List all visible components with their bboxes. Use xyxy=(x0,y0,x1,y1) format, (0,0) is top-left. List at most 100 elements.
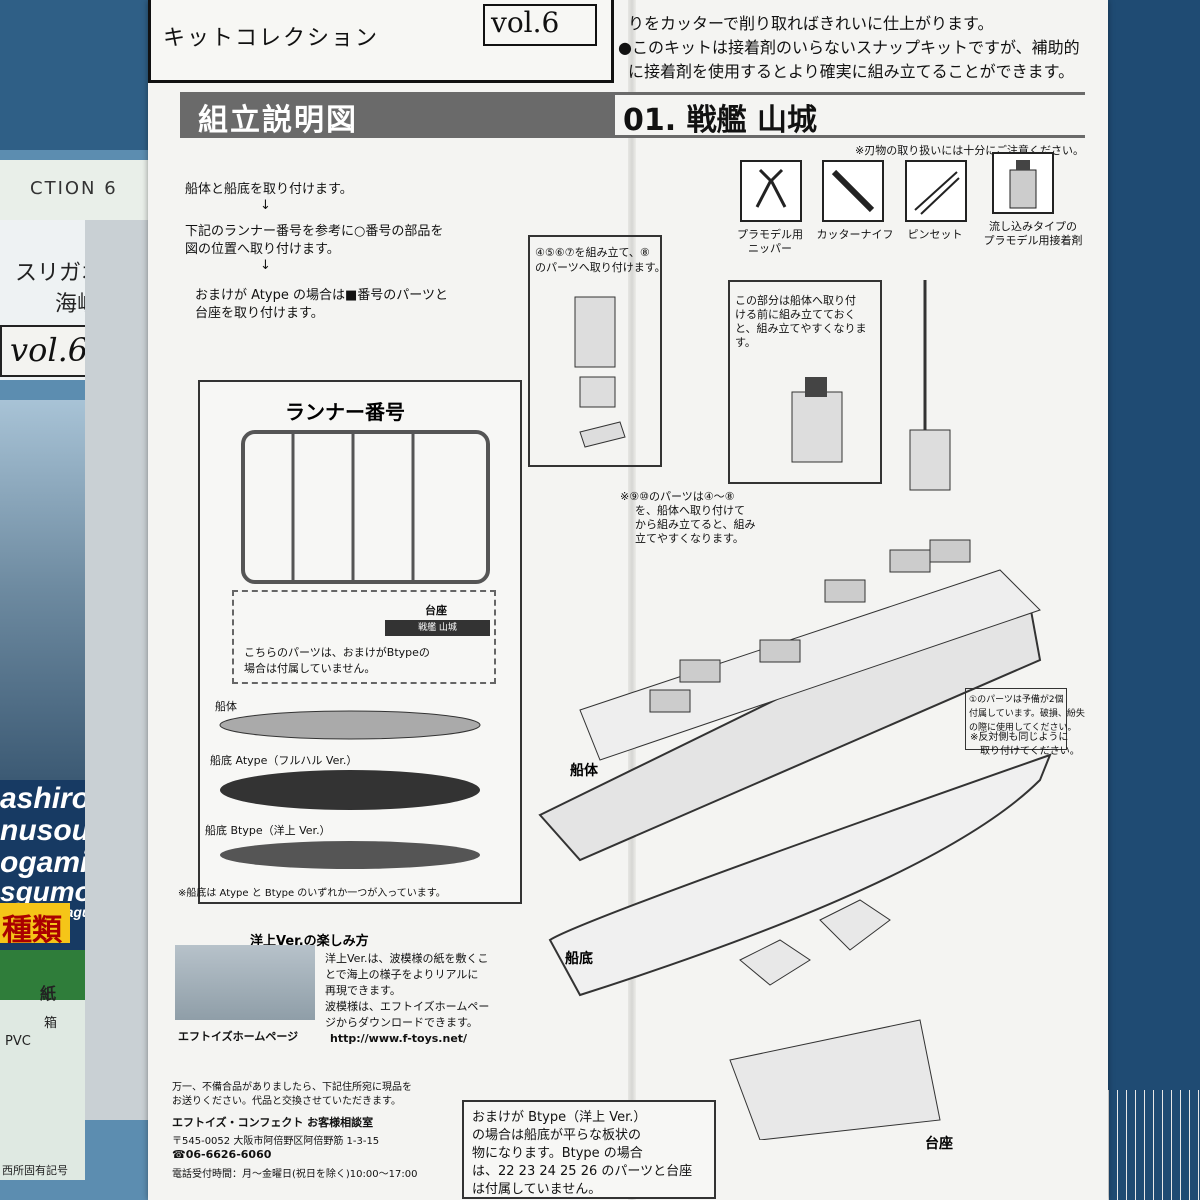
box-recycle-panel: 紙 箱 PVC 西所固有記号 xyxy=(0,950,85,1180)
note-line: の場合は船底が平らな板状の xyxy=(472,1128,642,1143)
pvc-label: PVC xyxy=(5,1034,31,1049)
optional-parts-box: こちらのパーツは、おまけがBtypeの 場合は付属していません。 xyxy=(232,590,496,684)
assembly-note: から組み立てると、組み xyxy=(635,518,756,531)
paper-fold xyxy=(628,0,636,1200)
runner-title: ランナー番号 xyxy=(285,400,405,424)
note-line: ①のパーツは予備が2個 xyxy=(969,695,1064,705)
atype-label: 船底 Atype（フルハル Ver.） xyxy=(210,754,358,767)
optional-note: 場合は付属していません。 xyxy=(244,662,376,675)
assembly-note: ※⑨⑩のパーツは④〜⑧ xyxy=(620,490,735,503)
stand-label: 台座 xyxy=(925,1136,953,1152)
optional-note: こちらのパーツは、おまけがBtypeの xyxy=(244,646,430,659)
contact-address: 〒545-0052 大阪市阿倍野区阿倍野筋 1-3-15 xyxy=(172,1136,380,1147)
cutter-icon xyxy=(822,160,884,222)
ship-title-box: 01. 戦艦 山城 xyxy=(615,95,1085,138)
yojo-text: 波模様は、エフトイズホームペー xyxy=(325,1000,490,1013)
spare-part-note: ①のパーツは予備が2個 付属しています。破損、紛失 の際に使用してください。 xyxy=(965,688,1085,750)
atype-part-drawing xyxy=(220,770,480,810)
bottom-label: 船底 xyxy=(565,951,593,967)
reverse-note: ※反対側も同じように xyxy=(970,732,1069,743)
contact-tel: ☎06-6626-6060 xyxy=(172,1148,272,1161)
assembly-note: ける前に組み立てておく xyxy=(735,308,856,321)
contact-line: お送りください。代品と交換させていただきます。 xyxy=(172,1096,401,1107)
assembly-note: ④⑤⑥⑦を組み立て、⑧ xyxy=(535,246,650,259)
instruction-line: 船体と船底を取り付けます。 xyxy=(185,182,353,197)
bridge-drawing xyxy=(574,296,626,448)
bottom-type-note: ※船底は Atype と Btype のいずれか一つが入っています。 xyxy=(178,888,446,899)
contact-line: 万一、不備合品がありましたら、下記住所宛に現品を xyxy=(172,1082,412,1093)
tool-label: プラモデル用接着剤 xyxy=(983,234,1083,247)
contact-hours: 電話受付時間：月〜金曜日(祝日を除く)10:00〜17:00 xyxy=(172,1169,418,1180)
assembly-note: この部分は船体へ取り付 xyxy=(735,294,856,307)
ship-name: ogami xyxy=(0,846,89,879)
btype-part-drawing xyxy=(220,841,480,869)
header-box: キットコレクション vol.6 xyxy=(148,0,614,83)
ship-title: 01. 戦艦 山城 xyxy=(623,103,818,138)
ship-name: nusou xyxy=(0,814,90,847)
type-badge: 種類 xyxy=(0,903,70,948)
stand-part-label: 台座 xyxy=(425,604,447,617)
header-vol-text: vol.6 xyxy=(491,6,560,39)
tool-label: ニッパー xyxy=(748,242,792,255)
box-label: 箱 xyxy=(44,1016,58,1031)
tweezers-icon xyxy=(905,160,967,222)
box-series-strip: CTION 6 xyxy=(0,160,150,220)
runner-number-box: ランナー番号 xyxy=(198,380,522,904)
sea-photo xyxy=(175,945,315,1020)
hull-label: 船体 xyxy=(570,763,598,779)
assembly-note: と、組み立てやすくなりま xyxy=(735,322,867,335)
tower-assembly-frame xyxy=(728,280,882,484)
header-notes: りをカッターで削り取ればきれいに仕上がります。 ●このキットは接着剤のいらないス… xyxy=(618,0,1098,81)
box-vol-text: vol.6 xyxy=(10,331,89,369)
kit-collection-label: キットコレクション xyxy=(163,26,380,51)
ruler-ticks xyxy=(1108,1090,1200,1200)
instruction-arrow: ↓ xyxy=(260,198,271,213)
assembly-title: 組立説明図 xyxy=(198,103,358,138)
tool-label: 流し込みタイプの xyxy=(989,220,1077,233)
btype-note-box: おまけが Btype（洋上 Ver.） の場合は船底が平らな板状の 物になります… xyxy=(462,1100,716,1199)
hull-part-drawing xyxy=(219,710,481,740)
note-line: は付属していません。 xyxy=(472,1182,602,1197)
ship-name: ashiro xyxy=(0,782,91,815)
note-line: に接着剤を使用するとより確実に組み立てることができます。 xyxy=(628,62,1075,81)
yojo-text: ジからダウンロードできます。 xyxy=(325,1016,478,1029)
instruction-arrow: ↓ xyxy=(260,258,271,273)
ship-name: sgumo xyxy=(0,876,92,907)
title-bar: 組立説明図 01. 戦艦 山城 xyxy=(180,92,1085,138)
instruction-line: 下記のランナー番号を参考に○番号の部品を xyxy=(185,224,444,239)
homepage-url[interactable]: http://www.f-toys.net/ xyxy=(330,1032,468,1045)
btype-label: 船底 Btype（洋上 Ver.） xyxy=(205,824,331,837)
note-line: りをカッターで削り取ればきれいに仕上がります。 xyxy=(628,14,994,33)
note-line: おまけが Btype（洋上 Ver.） xyxy=(472,1110,647,1125)
box-footer: 西所固有記号 xyxy=(2,1164,68,1177)
yojo-text: 再現できます。 xyxy=(325,984,401,997)
box-series-text: CTION 6 xyxy=(30,178,118,199)
assembly-note: のパーツへ取り付けます。 xyxy=(535,261,666,274)
homepage-label[interactable]: エフトイズホームページ xyxy=(178,1030,299,1043)
tool-label: ピンセット xyxy=(907,228,963,241)
note-line: 物になります。Btype の場合 xyxy=(472,1146,643,1161)
stand-plate: 戦艦 山城 xyxy=(385,620,490,636)
cutting-mat xyxy=(1108,0,1200,1200)
instruction-line: おまけが Atype の場合は■番号のパーツと xyxy=(195,288,448,303)
instruction-line: 台座を取り付けます。 xyxy=(195,306,324,321)
hull-part-label: 船体 xyxy=(215,700,237,713)
header-vol-badge: vol.6 xyxy=(483,4,597,46)
assembly-note: を、船体へ取り付けて xyxy=(635,504,745,517)
assembly-note: 立てやすくなります。 xyxy=(635,532,744,545)
ship-assembly-drawing xyxy=(538,280,1052,1140)
note-line: は、22 23 24 25 26 のパーツと台座 xyxy=(472,1164,693,1179)
contact-company: エフトイズ・コンフェクト お客様相談室 xyxy=(172,1116,374,1129)
glue-bottle-icon xyxy=(992,152,1054,214)
recycle-icon: 紙 xyxy=(40,984,57,1003)
tool-label: プラモデル用 xyxy=(737,228,803,241)
reverse-note: 取り付けてください。 xyxy=(980,746,1080,757)
type-badge-text: 種類 xyxy=(2,913,62,948)
note-line: 付属しています。破損、紛失 xyxy=(969,709,1085,719)
yojo-text: とで海上の様子をよりリアルに xyxy=(325,968,479,981)
tools-row: プラモデル用 ニッパー カッターナイフ ピンセット 流し込みタイプの プラモデル… xyxy=(730,152,1100,255)
instructions: 船体と船底を取り付けます。 ↓ 下記のランナー番号を参考に○番号の部品を 図の位… xyxy=(185,178,485,321)
tool-label: カッターナイフ xyxy=(816,228,894,241)
bridge-assembly-frame xyxy=(528,235,662,467)
instruction-line: 図の位置へ取り付けます。 xyxy=(185,242,340,257)
